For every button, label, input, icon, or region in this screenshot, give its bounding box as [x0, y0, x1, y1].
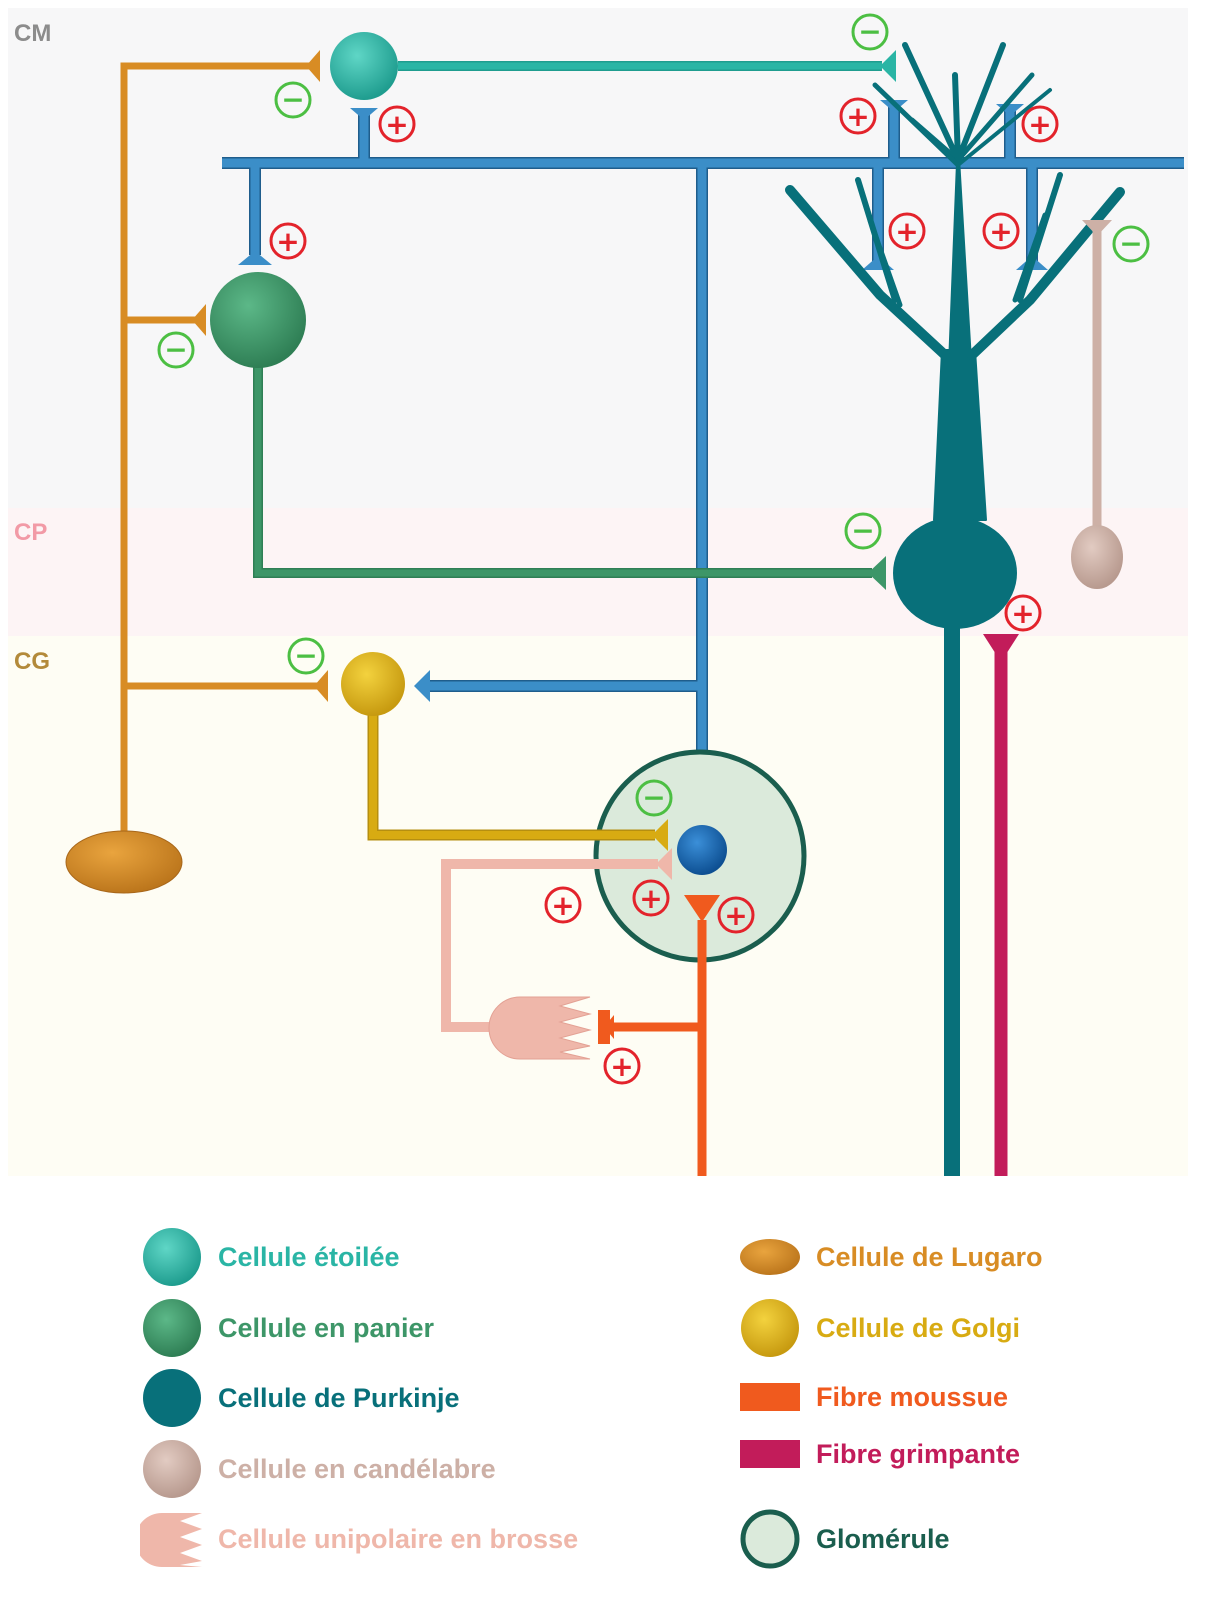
plus-marker — [378, 105, 416, 143]
unipolar-brush-axon — [441, 859, 658, 1032]
minus-sign: − — [294, 639, 317, 672]
legend-item-lugaro: Cellule de Lugaro — [738, 1225, 1043, 1289]
excitatory-markers — [269, 97, 1059, 1085]
candelabrum-cell-icon — [143, 1440, 201, 1498]
plus-sign: + — [610, 1050, 633, 1083]
minus-sign: − — [858, 15, 881, 48]
plus-marker — [603, 1047, 641, 1085]
lugaro-cell — [65, 830, 183, 894]
mossy-fibre — [608, 920, 707, 1176]
minus-sign: − — [851, 514, 874, 547]
golgi-cell-icon — [741, 1299, 799, 1357]
unipolar-brush-cell — [488, 996, 592, 1060]
basket-axon-fill — [254, 352, 872, 577]
legend-item-candelabrum: Cellule en candélabre — [140, 1437, 496, 1501]
granular-layer-band — [8, 636, 1188, 1176]
lugaro-synapses — [192, 50, 328, 702]
plus-sign: + — [846, 100, 869, 133]
unipolar-brush-cell-icon — [140, 1513, 202, 1567]
basket-synapse — [868, 556, 886, 590]
golgi-axon-fill — [369, 712, 655, 839]
purkinje-soma — [893, 517, 1017, 629]
minus-marker — [274, 81, 312, 119]
golgi-cell — [341, 652, 405, 716]
minus-marker — [635, 779, 673, 817]
minus-marker — [844, 512, 882, 550]
lugaro-axon — [120, 62, 318, 835]
layer-label-cm: CM — [14, 20, 51, 47]
plus-marker — [1004, 594, 1042, 632]
plus-marker — [982, 212, 1020, 250]
candelabrum-synapse — [1082, 220, 1112, 236]
stellate-cell-icon — [143, 1228, 201, 1286]
plus-marker — [717, 896, 755, 934]
legend-item-climbing-fibre: Fibre grimpante — [738, 1422, 1020, 1486]
legend-label-basket: Cellule en panier — [218, 1312, 435, 1343]
parallel-fibre-fill — [222, 106, 1184, 835]
unipolar-brush-synapse — [656, 848, 672, 880]
basket-cell — [210, 272, 306, 368]
plus-sign: + — [385, 108, 408, 141]
plus-marker — [544, 886, 582, 924]
legend-label-golgi: Cellule de Golgi — [816, 1312, 1021, 1343]
mossy-fibre-icon — [740, 1383, 800, 1411]
stellate-cell — [330, 32, 398, 100]
mossy-fibre-synapses — [598, 895, 720, 1044]
climbing-fibre-icon — [740, 1440, 800, 1468]
purkinje-cell-icon — [143, 1369, 201, 1427]
basket-cell-icon — [143, 1299, 201, 1357]
climbing-fibre-synapse — [983, 634, 1019, 662]
legend-label-purkinje: Cellule de Purkinje — [218, 1382, 460, 1413]
legend-label-unipolar-brush: Cellule unipolaire en brosse — [218, 1523, 579, 1554]
legend-item-stellate: Cellule étoilée — [140, 1225, 400, 1289]
minus-sign: − — [164, 333, 187, 366]
stellate-synapse — [880, 50, 896, 82]
plus-marker — [632, 879, 670, 917]
granule-cell — [677, 825, 727, 875]
layer-label-cg: CG — [14, 648, 50, 675]
legend-item-mossy-fibre: Fibre moussue — [738, 1365, 1008, 1429]
candelabrum-cell — [1071, 525, 1123, 589]
legend-label-glomerulus: Glomérule — [816, 1523, 950, 1554]
minus-marker — [1112, 225, 1150, 263]
minus-sign: − — [642, 781, 665, 814]
legend-label-stellate: Cellule étoilée — [218, 1241, 400, 1272]
legend-item-golgi: Cellule de Golgi — [738, 1296, 1020, 1360]
minus-marker — [287, 637, 325, 675]
legend-label-mossy-fibre: Fibre moussue — [816, 1381, 1009, 1412]
legend: Cellule étoilée Cellule en panier Cellul… — [0, 1228, 1213, 1611]
golgi-synapse — [652, 819, 668, 851]
legend-item-purkinje: Cellule de Purkinje — [140, 1366, 460, 1430]
molecular-layer-band — [8, 8, 1188, 508]
inhibitory-markers — [157, 13, 1150, 817]
plus-sign: + — [1011, 597, 1034, 630]
glomerulus-icon — [740, 1509, 800, 1569]
legend-label-climbing-fibre: Fibre grimpante — [816, 1438, 1021, 1469]
minus-sign: − — [281, 83, 304, 116]
minus-marker — [851, 13, 889, 51]
minus-sign: − — [1119, 227, 1142, 260]
plus-marker — [839, 97, 877, 135]
plus-sign: + — [551, 889, 574, 922]
layer-label-cp: CP — [14, 519, 47, 546]
plus-sign: + — [895, 215, 918, 248]
lugaro-cell-icon — [740, 1239, 800, 1275]
cerebellar-circuit-diagram: CM CP CG — [8, 8, 1188, 1176]
legend-label-lugaro: Cellule de Lugaro — [816, 1241, 1043, 1272]
plus-sign: + — [989, 215, 1012, 248]
legend-item-basket: Cellule en panier — [140, 1296, 434, 1360]
plus-sign: + — [639, 882, 662, 915]
plus-sign: + — [1028, 108, 1051, 141]
plus-marker — [1021, 105, 1059, 143]
legend-label-candelabrum: Cellule en candélabre — [218, 1453, 496, 1484]
plus-sign: + — [724, 899, 747, 932]
plus-marker — [888, 212, 926, 250]
plus-marker — [269, 222, 307, 260]
legend-item-glomerulus: Glomérule — [738, 1507, 950, 1571]
legend-item-unipolar-brush: Cellule unipolaire en brosse — [140, 1507, 578, 1571]
plus-sign: + — [276, 225, 299, 258]
minus-marker — [157, 331, 195, 369]
